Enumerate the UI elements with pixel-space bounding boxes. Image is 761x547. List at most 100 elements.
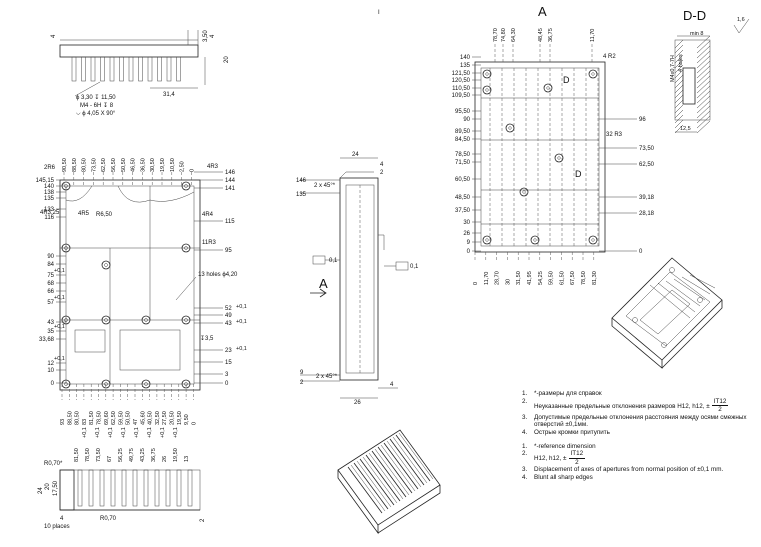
plan-left-tol: +0,1 bbox=[54, 356, 65, 362]
plan-bottom-dim: 20,50 bbox=[170, 411, 176, 425]
plan-left-dim: 33,68 bbox=[39, 337, 55, 343]
iso-view-top bbox=[611, 257, 723, 369]
fin bbox=[166, 56, 172, 82]
section-mark-d-bottom: D bbox=[575, 169, 582, 179]
roughness-icon bbox=[733, 18, 750, 34]
mounting-hole bbox=[141, 315, 151, 325]
plan-right-dim: 23 bbox=[225, 348, 232, 354]
note-ru-1: 1. *-размеры для справок bbox=[522, 390, 602, 397]
iso-view-bottom bbox=[337, 429, 441, 535]
dim-31-4: 31,4 bbox=[163, 92, 175, 98]
side-label: 2 bbox=[300, 380, 304, 386]
plan-bottom-dim: 59,50 bbox=[118, 411, 124, 425]
bottom-radius-2: R0,70 bbox=[100, 516, 117, 522]
fin bbox=[77, 469, 83, 507]
fin bbox=[119, 56, 124, 82]
label-4r2: 4 R2 bbox=[603, 54, 616, 60]
section-mark-d-top: D bbox=[563, 75, 570, 85]
bottom-top-dim: 56,25 bbox=[118, 448, 124, 462]
fin bbox=[81, 56, 86, 82]
side-label: 26 bbox=[354, 400, 361, 406]
plan-top-dim: 50,50 bbox=[121, 158, 127, 172]
plan-bottom-tol: +0,1 bbox=[147, 427, 153, 438]
bottom-top-dim: 81,50 bbox=[74, 448, 80, 462]
plan-bottom-dim: 45,60 bbox=[140, 411, 146, 425]
view-a-top-dim: 78,70 bbox=[493, 28, 499, 42]
view-a-bottom-dim: 54,25 bbox=[538, 271, 544, 285]
view-a-left-dim: 89,50 bbox=[455, 129, 471, 135]
view-a-left-dim: 110,50 bbox=[452, 86, 471, 92]
notes-block: 1. *-размеры для справок 2. Неуказанные … bbox=[522, 390, 757, 482]
view-a-bottom-dim: 28,70 bbox=[495, 271, 501, 285]
dd-12-5: 12,5 bbox=[680, 126, 691, 132]
view-a-left-dim: 30 bbox=[463, 220, 470, 226]
plan-bottom-dim: 47 bbox=[133, 419, 139, 425]
view-a-bottom-dim: 41,95 bbox=[527, 271, 533, 285]
view-a-left-dim: 135 bbox=[460, 63, 471, 69]
fin bbox=[109, 56, 115, 82]
radius-label: 11R3 bbox=[202, 240, 217, 246]
dim-3-50: 3,50 bbox=[203, 30, 209, 42]
view-a-left-dim: 121,50 bbox=[452, 71, 471, 77]
mounting-hole bbox=[181, 181, 191, 191]
plan-top-dim: 2,50 bbox=[180, 161, 186, 172]
side-label: 2 x 45°* bbox=[316, 374, 338, 380]
plan-top-dim: 90,50 bbox=[62, 158, 68, 172]
view-a-bottom-dim: 78,50 bbox=[581, 271, 587, 285]
view-a-left-dim: 0 bbox=[467, 249, 471, 255]
note-en-1: 1. *-reference dimension bbox=[522, 442, 596, 450]
plan-left-dim: 35 bbox=[47, 329, 54, 335]
radius-label: 4R3,25 bbox=[40, 210, 60, 216]
plan-left-dim: 140 bbox=[44, 184, 55, 190]
bottom-top-dim: 36,75 bbox=[151, 448, 157, 462]
radius-label: 2R6 bbox=[44, 165, 56, 171]
plan-bottom-tol: +0,1 bbox=[108, 427, 114, 438]
top-fins-view: 4 3,50 4 20 31,4 ϕ 3,30 ↧ 11,50 M4 - 6H … bbox=[51, 30, 230, 117]
view-a-left-dim: 84,50 bbox=[455, 137, 471, 143]
fin bbox=[147, 56, 153, 82]
view-a-left-dim: 71,50 bbox=[455, 160, 471, 166]
plan-top-dim: 10,50 bbox=[170, 158, 176, 172]
plan-left-tol: +0,1 bbox=[54, 324, 65, 330]
plan-bottom-dim: 81,50 bbox=[89, 411, 95, 425]
side-label: 9 bbox=[300, 370, 304, 376]
bottom-dim-17: 17,50 bbox=[53, 480, 59, 496]
bottom-top-dim: 78,50 bbox=[85, 448, 91, 462]
sheet-marker: I bbox=[378, 10, 380, 16]
view-a-top-dim: 11,70 bbox=[590, 29, 596, 42]
plan-left-dim: 75 bbox=[47, 273, 54, 279]
side-label: 146 bbox=[296, 178, 307, 184]
plan-top-dim: 30,50 bbox=[150, 158, 156, 172]
mounting-hole bbox=[101, 260, 111, 270]
mounting-hole bbox=[61, 315, 71, 325]
fin bbox=[157, 56, 162, 82]
plan-left-dim: 68 bbox=[47, 281, 54, 287]
view-a-bottom-dim: 59,50 bbox=[549, 271, 555, 285]
mounting-hole bbox=[519, 187, 529, 197]
plan-bottom-dim: 80,50 bbox=[75, 411, 81, 425]
view-a-bottom-dim: 67,50 bbox=[570, 271, 576, 285]
note-en-4: 4. Blunt all sharp edges bbox=[522, 473, 593, 481]
mounting-hole bbox=[505, 123, 515, 133]
plan-right-dim: 144 bbox=[225, 178, 236, 184]
view-a-left-dim: 120,50 bbox=[452, 78, 471, 84]
fin bbox=[138, 56, 143, 82]
plan-bottom-dim: 27,50 bbox=[162, 411, 168, 425]
plan-left-dim: 0 bbox=[51, 381, 55, 387]
section-dd: D-D 1,6 min 8 M4x0,7-7H 4 holes 12,5 bbox=[670, 8, 750, 134]
mounting-hole bbox=[141, 379, 151, 389]
plan-bottom-tol: +0,1 bbox=[82, 427, 88, 438]
mounting-hole bbox=[482, 85, 492, 95]
plan-left-dim: 66 bbox=[47, 289, 54, 295]
plan-right-dim: 3 bbox=[225, 372, 229, 378]
view-a-left-dim: 37,50 bbox=[455, 208, 471, 214]
plan-bottom-dim: 19,50 bbox=[177, 411, 183, 425]
mounting-hole bbox=[101, 379, 111, 389]
plan-top-dim: 56,50 bbox=[111, 158, 117, 172]
view-a-left-dim: 60,50 bbox=[455, 177, 471, 183]
